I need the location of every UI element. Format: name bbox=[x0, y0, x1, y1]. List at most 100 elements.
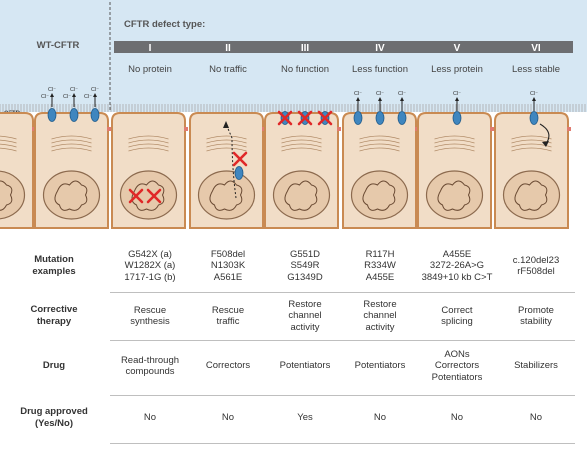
arrow-head bbox=[542, 141, 549, 147]
table-cell-line: S549R bbox=[290, 260, 320, 272]
table-cell-line: Correctors bbox=[434, 360, 480, 372]
er-membrane bbox=[51, 143, 92, 148]
tight-junction bbox=[184, 127, 188, 131]
table-cell-line: c.120del23 bbox=[512, 254, 560, 266]
table-cell: Correctors bbox=[189, 360, 267, 372]
er-membrane bbox=[511, 147, 552, 152]
er-membrane bbox=[281, 135, 322, 140]
cftr-channel bbox=[397, 111, 407, 125]
table-cell-line: Rescue bbox=[133, 304, 167, 316]
table-cell: No bbox=[341, 412, 419, 424]
defect-cross bbox=[297, 110, 313, 126]
table-cell: No bbox=[111, 412, 189, 424]
type-name: Less stable bbox=[512, 64, 560, 75]
type-name: Less protein bbox=[431, 64, 483, 75]
table-cell-line: compounds bbox=[125, 366, 175, 377]
table-cell-line: traffic bbox=[216, 316, 240, 327]
defect-cross bbox=[277, 110, 293, 126]
chromatin bbox=[209, 180, 243, 211]
epithelial-cell bbox=[494, 112, 571, 229]
er-membrane bbox=[128, 139, 169, 144]
chromatin bbox=[0, 180, 13, 211]
arrow-head bbox=[400, 97, 404, 101]
nucleus bbox=[42, 170, 101, 220]
er-membrane bbox=[434, 143, 475, 148]
type-name: No protein bbox=[128, 64, 172, 75]
tight-junction bbox=[490, 127, 494, 131]
chromatin bbox=[54, 180, 88, 211]
nucleus bbox=[425, 170, 484, 220]
nucleus bbox=[0, 170, 26, 220]
er-membrane bbox=[0, 143, 17, 148]
table-cell: Yes bbox=[266, 412, 344, 424]
epithelial-cell bbox=[417, 112, 494, 229]
chloride-ion-label: Cl⁻ bbox=[48, 87, 56, 93]
chloride-ion-label: Cl⁻ bbox=[91, 87, 99, 93]
table-rule bbox=[110, 395, 575, 396]
wt-cftr-channel bbox=[90, 108, 100, 122]
row-heading-line: (Yes/No) bbox=[34, 418, 73, 429]
type-numeral: VI bbox=[531, 43, 541, 54]
table-cell-line: G1349D bbox=[287, 271, 323, 283]
chromatin bbox=[362, 180, 396, 211]
er-membrane bbox=[206, 135, 247, 140]
table-cell-line: 1717-1G (b) bbox=[124, 271, 176, 283]
misfolded-cftr bbox=[234, 166, 244, 180]
arrow-head bbox=[93, 93, 97, 97]
table-cell-line: G551D bbox=[289, 248, 321, 260]
table-cell-line: No bbox=[529, 412, 543, 424]
table-cell-line: No bbox=[373, 412, 387, 424]
er-membrane bbox=[51, 147, 92, 152]
row-heading-line: examples bbox=[32, 266, 76, 277]
defect-cross bbox=[232, 151, 248, 167]
er-membrane bbox=[0, 147, 17, 152]
table-cell-line: 3849+10 kb C>T bbox=[421, 271, 493, 283]
er-membrane bbox=[359, 139, 400, 144]
row-heading-line: Drug bbox=[42, 360, 66, 371]
table-cell-line: R117H bbox=[365, 248, 395, 260]
table-cell-line: No bbox=[450, 412, 464, 424]
table-cell-line: AONs bbox=[444, 348, 470, 360]
arrow-head bbox=[455, 97, 459, 101]
table-cell: G542X (a)W1282X (a)1717-1G (b) bbox=[111, 249, 189, 284]
er-membrane bbox=[281, 143, 322, 148]
chloride-ion-label: Cl⁻ bbox=[84, 94, 92, 100]
table-cell-line: splicing bbox=[441, 316, 473, 327]
er-membrane bbox=[511, 143, 552, 148]
cftr-channel bbox=[353, 111, 363, 125]
type-numeral: II bbox=[225, 43, 231, 54]
table-cell-line: channel bbox=[288, 310, 322, 322]
epithelial-cells bbox=[0, 112, 571, 229]
table-cell-line: activity bbox=[290, 321, 320, 333]
tight-junction bbox=[337, 127, 341, 131]
defect-cross bbox=[128, 188, 144, 204]
type-numeral: V bbox=[454, 43, 461, 54]
table-cell-line: F508del bbox=[210, 248, 246, 260]
chloride-ion-label: Cl⁻ bbox=[398, 91, 406, 97]
table-cell: No bbox=[497, 412, 575, 424]
table-cell-line: Restore bbox=[363, 298, 397, 310]
table-cell-line: channel bbox=[363, 310, 397, 322]
table-cell: No bbox=[418, 412, 496, 424]
cftr-channel bbox=[375, 111, 385, 125]
row-heading-line: Drug approved bbox=[20, 406, 88, 417]
nucleus bbox=[197, 170, 256, 220]
er-membrane bbox=[51, 139, 92, 144]
er-membrane bbox=[128, 147, 169, 152]
er-membrane bbox=[206, 143, 247, 148]
table-cell-line: rF508del bbox=[517, 266, 555, 277]
type-name: No traffic bbox=[209, 64, 247, 75]
er-membrane bbox=[51, 135, 92, 140]
arrow-head bbox=[532, 97, 536, 101]
table-cell-line: A455E bbox=[442, 248, 472, 260]
arrow-head bbox=[356, 97, 360, 101]
type-header-bar bbox=[114, 41, 573, 53]
